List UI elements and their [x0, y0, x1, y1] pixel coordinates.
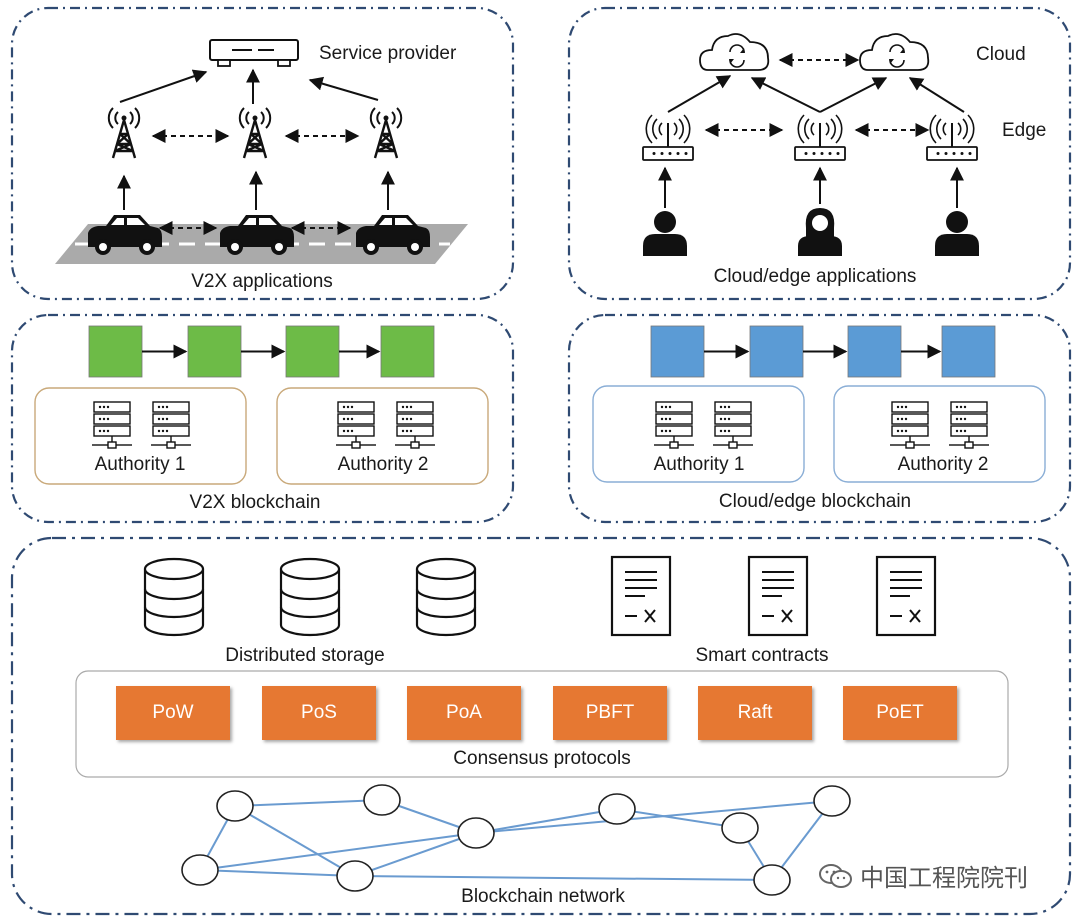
- authority-label: Authority 1: [94, 454, 186, 475]
- contract-icon: [875, 555, 937, 637]
- consensus-pbft: PBFT: [553, 686, 667, 740]
- cloud-icon: [699, 33, 770, 71]
- block: [941, 325, 996, 378]
- block: [847, 325, 902, 378]
- user-icon: [935, 211, 979, 256]
- cloud-edge-blockchain-title: Cloud/edge blockchain: [718, 491, 912, 512]
- blockchain-network-title: Blockchain network: [461, 886, 625, 907]
- contract-icon: [610, 555, 672, 637]
- smart-contracts-label: Smart contracts: [695, 645, 829, 666]
- tower-icon: [107, 106, 141, 160]
- edge-router-icon: [926, 114, 978, 161]
- watermark: 中国工程院院刊: [818, 858, 1028, 893]
- consensus-protocols-title: Consensus protocols: [453, 748, 631, 769]
- wechat-icon: [819, 863, 852, 888]
- consensus-poa: PoA: [407, 686, 521, 740]
- service-provider-icon: [209, 39, 299, 67]
- block: [88, 325, 143, 378]
- database-icon: [279, 557, 341, 637]
- consensus-raft: Raft: [698, 686, 812, 740]
- authority-box: [833, 385, 1046, 483]
- tower-icon: [369, 106, 403, 160]
- distributed-storage-label: Distributed storage: [225, 645, 385, 666]
- block: [650, 325, 705, 378]
- blockchain-network: [181, 784, 851, 896]
- v2x-arrows: [117, 68, 395, 235]
- consensus-poet: PoET: [843, 686, 957, 740]
- v2x-applications-frame: [10, 6, 515, 301]
- database-icon: [415, 557, 477, 637]
- authority-box: [34, 387, 247, 485]
- watermark-text: 中国工程院院刊: [860, 865, 1028, 892]
- authority-label: Authority 2: [897, 454, 989, 475]
- edge-label: Edge: [1002, 120, 1047, 141]
- contract-icon: [747, 555, 809, 637]
- v2x-blockchain-title: V2X blockchain: [189, 492, 321, 513]
- tower-icon: [238, 106, 272, 160]
- cloud-edge-applications-title: Cloud/edge applications: [713, 266, 917, 287]
- edge-router-icon: [642, 114, 694, 161]
- user-icon: [798, 208, 842, 256]
- infrastructure-frame: [10, 536, 1072, 916]
- v2x-block-chain: [88, 325, 435, 378]
- authority-label: Authority 1: [653, 454, 745, 475]
- consensus-pow: PoW: [116, 686, 230, 740]
- cloud-edge-arrows: [658, 53, 965, 208]
- block: [749, 325, 804, 378]
- authority-box: [276, 387, 489, 485]
- cloud-edge-blockchain-frame: [567, 313, 1072, 524]
- cloud-label: Cloud: [976, 44, 1026, 65]
- v2x-blockchain-frame: [10, 313, 515, 524]
- block: [380, 325, 435, 378]
- consensus-pos: PoS: [262, 686, 376, 740]
- cloud-edge-applications-frame: [567, 6, 1072, 301]
- database-icon: [143, 557, 205, 637]
- edge-router-icon: [794, 114, 846, 161]
- block: [187, 325, 242, 378]
- cloud-icon: [859, 33, 930, 71]
- user-icon: [643, 211, 687, 256]
- block: [285, 325, 340, 378]
- service-provider-label: Service provider: [319, 43, 457, 64]
- cloud-edge-block-chain: [650, 325, 996, 378]
- v2x-applications-title: V2X applications: [191, 271, 333, 292]
- authority-label: Authority 2: [337, 454, 429, 475]
